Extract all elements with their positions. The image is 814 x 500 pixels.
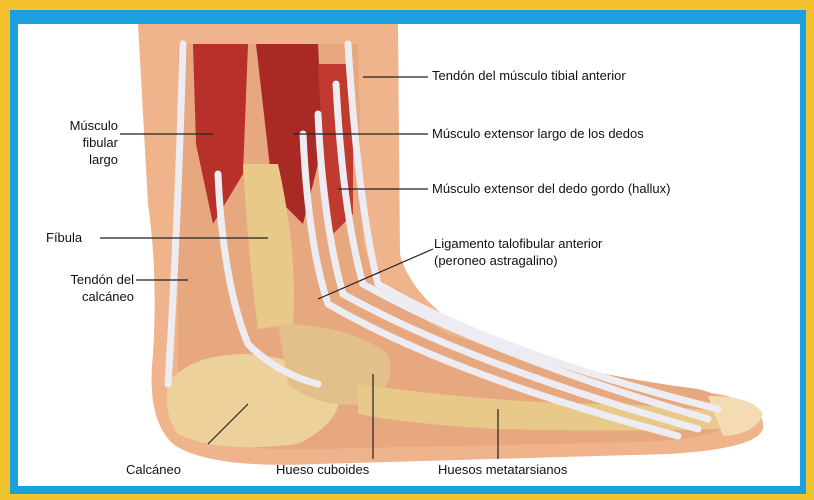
label-fibular-line3: largo [28, 152, 118, 168]
label-fibula: Fíbula [46, 230, 82, 246]
label-extensor-gordo: Músculo extensor del dedo gordo (hallux) [432, 181, 670, 197]
label-calcaneo: Calcáneo [126, 462, 181, 478]
label-fibular-line2: fibular [28, 135, 118, 151]
diagram-panel: Tendón del músculo tibial anterior Múscu… [18, 24, 800, 486]
label-tibial-anterior: Tendón del músculo tibial anterior [432, 68, 626, 84]
foot-anatomy-illustration [18, 24, 800, 486]
label-tendon-calcaneo-line1: Tendón del [18, 272, 134, 288]
label-extensor-largo: Músculo extensor largo de los dedos [432, 126, 644, 142]
label-tendon-calcaneo-line2: calcáneo [18, 289, 134, 305]
label-metatarsianos: Huesos metatarsianos [438, 462, 567, 478]
label-ligamento-line1: Ligamento talofibular anterior [434, 236, 602, 252]
label-ligamento-line2: (peroneo astragalino) [434, 253, 558, 269]
label-cuboides: Hueso cuboides [276, 462, 369, 478]
label-fibular-line1: Músculo [28, 118, 118, 134]
